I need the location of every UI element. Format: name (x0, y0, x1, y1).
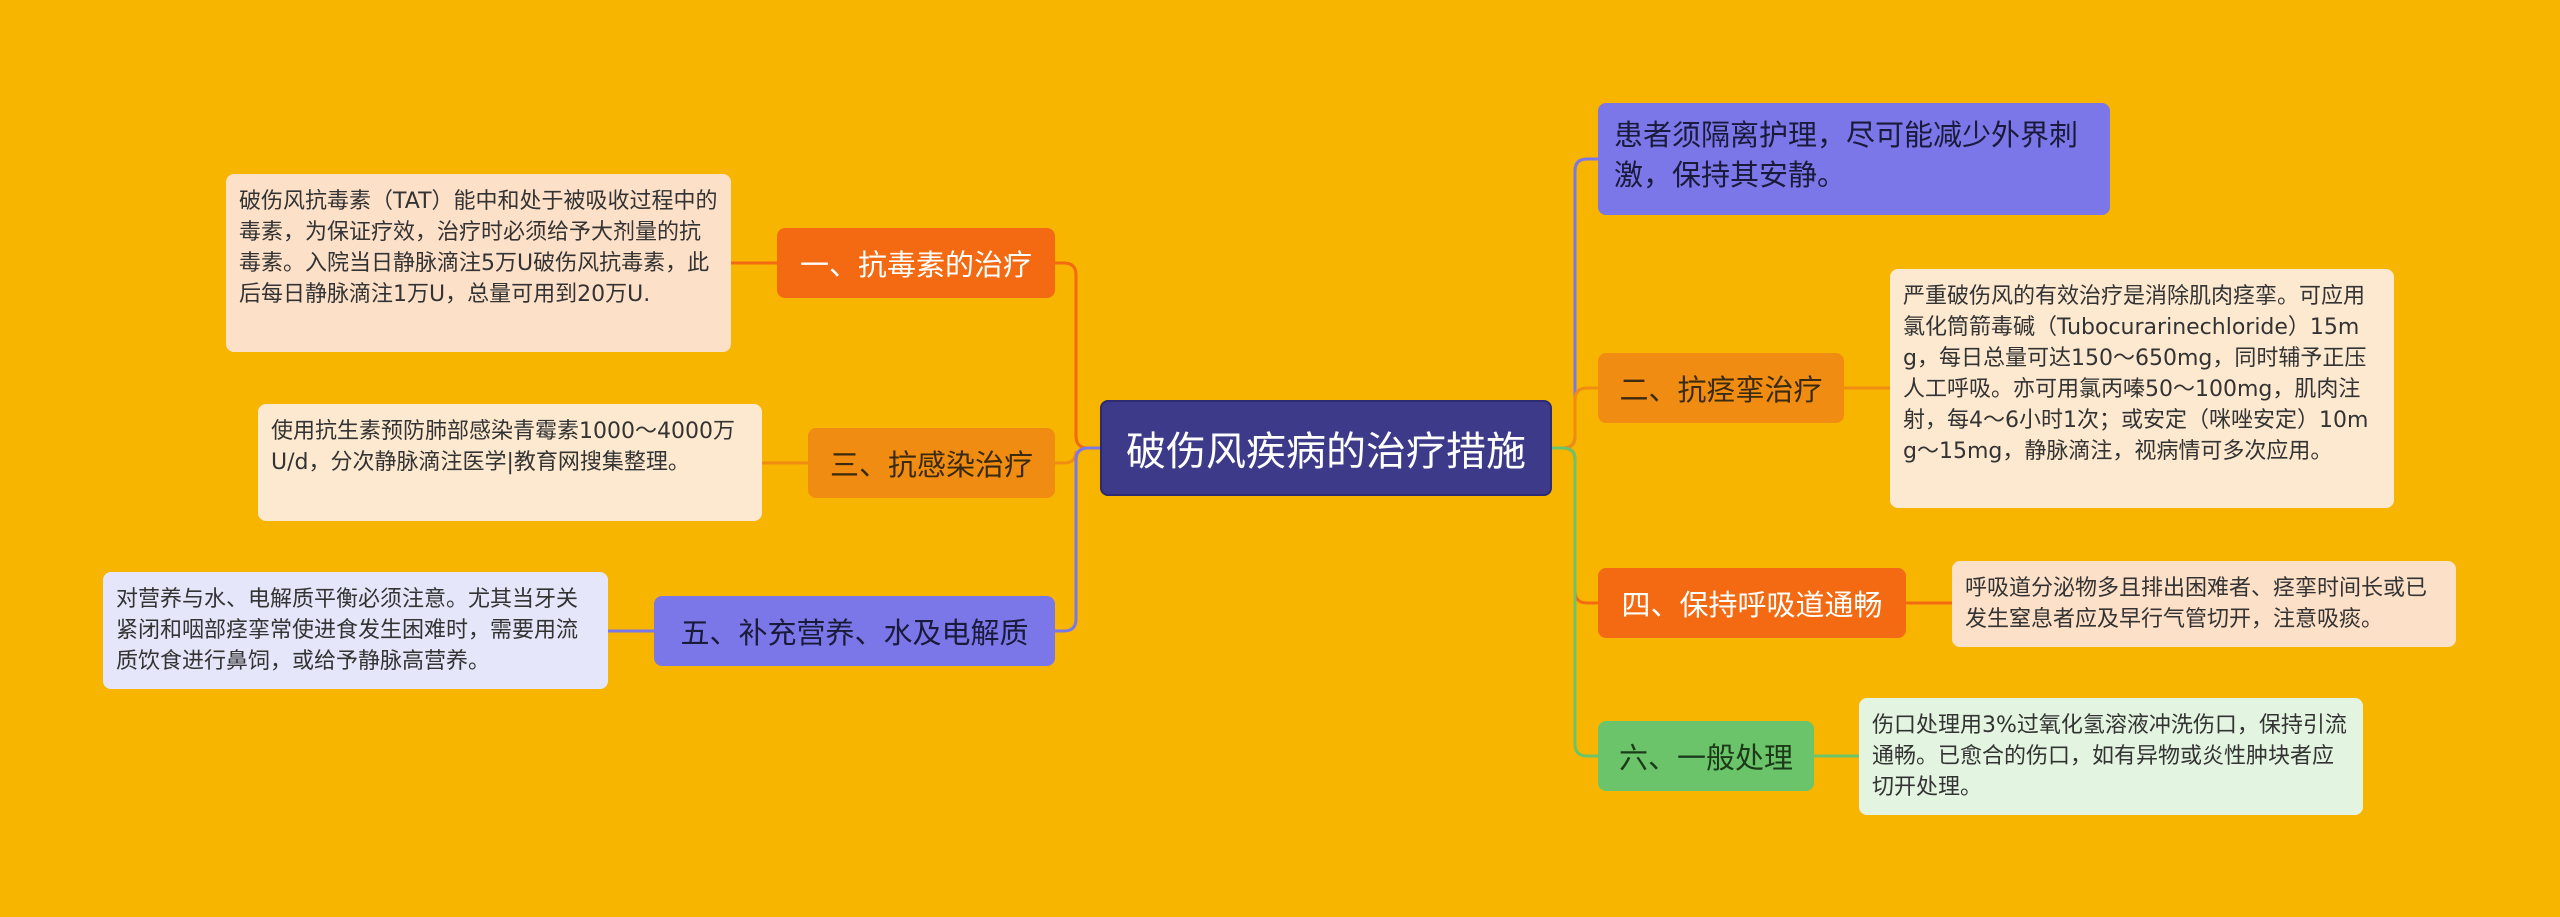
connector-antitoxin (1055, 261, 1100, 450)
leaf-airway-text: 呼吸道分泌物多且排出困难者、痉挛时间长或已发生窒息者应及早行气管切开，注意吸痰。 (1965, 576, 2428, 632)
leaf-general-care-detail[interactable]: 伤口处理用3%过氧化氢溶液冲洗伤口，保持引流通畅。已愈合的伤口，如有异物或炎性肿… (1859, 698, 2363, 815)
branch-anti-infection[interactable]: 三、抗感染治疗 (808, 428, 1055, 498)
leaf-anti-infection-detail[interactable]: 使用抗生素预防肺部感染青霉素1000～4000万U/d，分次静脉滴注医学|教育网… (258, 404, 762, 521)
leaf-anti-spasm-detail[interactable]: 严重破伤风的有效治疗是消除肌肉痉挛。可应用氯化筒箭毒碱（Tubocurarine… (1890, 269, 2394, 508)
branch-airway-label: 四、保持呼吸道通畅 (1621, 588, 1883, 622)
leaf-antitoxin-detail[interactable]: 破伤风抗毒素（TAT）能中和处于被吸收过程中的毒素，为保证疗效，治疗时必须给予大… (226, 174, 731, 352)
connector-general-care (1552, 446, 1598, 758)
branch-general-care-label: 六、一般处理 (1618, 741, 1793, 775)
branch-antitoxin-label: 一、抗毒素的治疗 (799, 248, 1032, 282)
branch-isolation-care-label: 患者须隔离护理，尽可能减少外界刺激，保持其安静。 (1614, 118, 2079, 192)
leaf-airway-detail[interactable]: 呼吸道分泌物多且排出困难者、痉挛时间长或已发生窒息者应及早行气管切开，注意吸痰。 (1952, 561, 2456, 647)
root-topic-label: 破伤风疾病的治疗措施 (1126, 429, 1526, 475)
branch-general-care[interactable]: 六、一般处理 (1598, 721, 1814, 791)
branch-antitoxin[interactable]: 一、抗毒素的治疗 (777, 228, 1055, 298)
branch-anti-spasm[interactable]: 二、抗痉挛治疗 (1598, 353, 1844, 423)
connector-nutrition (1055, 446, 1100, 633)
branch-nutrition[interactable]: 五、补充营养、水及电解质 (654, 596, 1055, 666)
leaf-general-care-text: 伤口处理用3%过氧化氢溶液冲洗伤口，保持引流通畅。已愈合的伤口，如有异物或炎性肿… (1872, 713, 2347, 800)
leaf-anti-infection-text: 使用抗生素预防肺部感染青霉素1000～4000万U/d，分次静脉滴注医学|教育网… (271, 419, 735, 475)
leaf-anti-spasm-text: 严重破伤风的有效治疗是消除肌肉痉挛。可应用氯化筒箭毒碱（Tubocurarine… (1903, 284, 2369, 464)
branch-nutrition-label: 五、补充营养、水及电解质 (680, 616, 1029, 650)
branch-isolation-care[interactable]: 患者须隔离护理，尽可能减少外界刺激，保持其安静。 (1598, 103, 2110, 215)
root-topic[interactable]: 破伤风疾病的治疗措施 (1100, 400, 1552, 496)
branch-anti-spasm-label: 二、抗痉挛治疗 (1619, 373, 1823, 407)
branch-anti-infection-label: 三、抗感染治疗 (829, 448, 1033, 482)
branch-airway[interactable]: 四、保持呼吸道通畅 (1598, 568, 1906, 638)
leaf-nutrition-detail[interactable]: 对营养与水、电解质平衡必须注意。尤其当牙关紧闭和咽部痉挛常使进食发生困难时，需要… (103, 572, 608, 689)
leaf-antitoxin-text: 破伤风抗毒素（TAT）能中和处于被吸收过程中的毒素，为保证疗效，治疗时必须给予大… (239, 189, 718, 307)
leaf-nutrition-text: 对营养与水、电解质平衡必须注意。尤其当牙关紧闭和咽部痉挛常使进食发生困难时，需要… (116, 587, 579, 674)
connector-anti-spasm (1552, 386, 1598, 450)
